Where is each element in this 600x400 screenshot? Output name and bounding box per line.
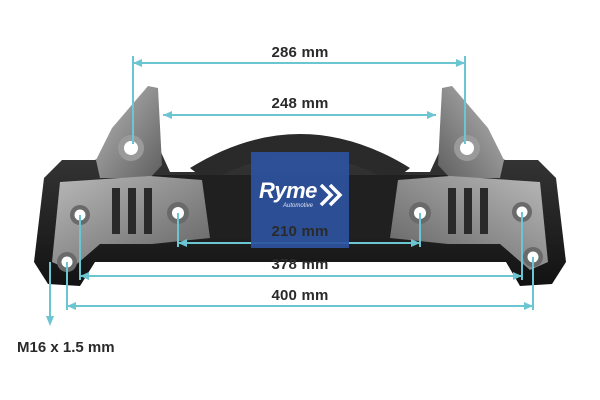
thread-leader-arrow — [46, 316, 54, 326]
dim-400-arrow-left — [67, 302, 76, 310]
right-slot-3 — [480, 188, 488, 234]
dim-378-arrow-left — [80, 272, 89, 280]
dim-248-arrow-left — [163, 111, 172, 119]
dim-248-arrow-right — [427, 111, 436, 119]
dim-286-label: 286 mm — [271, 44, 329, 61]
dim-248-label: 248 mm — [271, 95, 329, 112]
bolt-holes — [57, 135, 543, 272]
brand-logo-subtext: Automotive — [283, 203, 314, 209]
brand-logo-text: Ryme — [259, 178, 317, 203]
left-mount-ear — [96, 86, 162, 178]
dim-400-arrow-right — [524, 302, 533, 310]
right-slot-1 — [448, 188, 456, 234]
hole-right-upper-inner — [460, 141, 474, 155]
dim-400-label: 400 mm — [271, 287, 329, 304]
left-slot-2 — [128, 188, 136, 234]
dim-210-arrow-left — [178, 239, 187, 247]
dim-378-arrow-right — [513, 272, 522, 280]
dim-210-label: 210 mm — [271, 223, 329, 240]
dim-286-arrow-left — [133, 59, 142, 67]
right-slot-2 — [464, 188, 472, 234]
dim-210-arrow-right — [411, 239, 420, 247]
thread-spec-label: M16 x 1.5 mm — [17, 339, 115, 356]
dim-378-label: 378 mm — [271, 256, 329, 273]
hole-left-upper-inner — [124, 141, 138, 155]
dim-286-arrow-right — [456, 59, 465, 67]
right-mount-ear — [438, 86, 504, 178]
carrier-arch — [190, 134, 410, 182]
left-slot-1 — [112, 188, 120, 234]
chevron-right-icon — [319, 183, 343, 207]
left-slot-3 — [144, 188, 152, 234]
